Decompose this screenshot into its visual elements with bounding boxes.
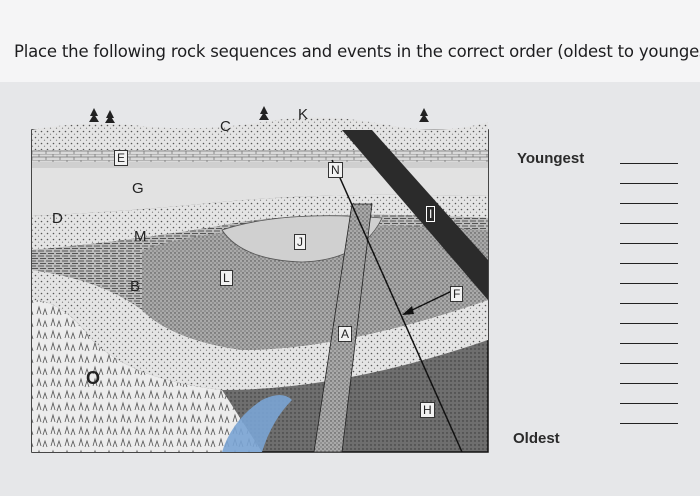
answer-blank[interactable]	[620, 223, 678, 224]
answer-blank[interactable]	[620, 283, 678, 284]
answer-blank[interactable]	[620, 383, 678, 384]
label-N: N	[328, 162, 343, 178]
label-H: H	[420, 402, 435, 418]
label-F: F	[450, 286, 464, 302]
label-L: L	[220, 270, 233, 286]
cross-section-diagram: C K E N G I D M J L B F A O H	[22, 100, 502, 460]
answer-blank[interactable]	[620, 203, 678, 204]
label-K: K	[298, 106, 309, 123]
answer-blank[interactable]	[620, 263, 678, 264]
youngest-label: Youngest	[517, 150, 585, 167]
label-I: I	[426, 206, 436, 222]
answer-blank[interactable]	[620, 163, 678, 164]
geologic-cross-section	[31, 106, 489, 453]
answer-blank[interactable]	[620, 303, 678, 304]
label-J: J	[294, 234, 306, 250]
oldest-label: Oldest	[513, 430, 560, 447]
question-header: Place the following rock sequences and e…	[0, 0, 700, 82]
answer-blank[interactable]	[620, 183, 678, 184]
question-prompt: Place the following rock sequences and e…	[14, 42, 700, 61]
label-B: B	[130, 278, 141, 295]
answer-blank[interactable]	[620, 423, 678, 424]
label-O: O	[86, 368, 101, 388]
answer-blank[interactable]	[620, 243, 678, 244]
answer-blank[interactable]	[620, 363, 678, 364]
label-E: E	[114, 150, 129, 166]
answer-blank[interactable]	[620, 343, 678, 344]
label-M: M	[134, 228, 147, 245]
answer-blank[interactable]	[620, 403, 678, 404]
answer-blank[interactable]	[620, 323, 678, 324]
answer-blanks	[620, 163, 680, 443]
label-G: G	[132, 180, 144, 197]
label-C: C	[220, 118, 231, 135]
label-A: A	[338, 326, 353, 342]
label-D: D	[52, 210, 63, 227]
